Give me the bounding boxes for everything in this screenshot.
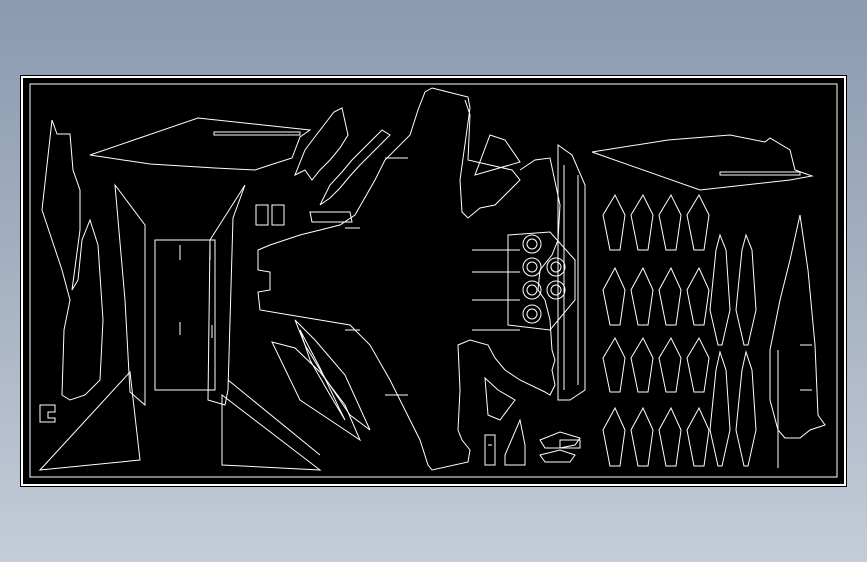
sheet-background xyxy=(20,75,847,487)
exhaust-rings xyxy=(507,231,576,331)
fuselage-gear-lines xyxy=(345,157,520,396)
fin-right xyxy=(769,214,826,439)
tailplane-left-outer xyxy=(114,183,146,407)
wing-top-right xyxy=(591,134,814,191)
fuselage-main xyxy=(257,87,561,471)
fuselage-side-right xyxy=(207,184,246,406)
sheet-border xyxy=(21,76,846,486)
canopy-part-2 xyxy=(294,319,371,431)
tailplane-right xyxy=(221,393,322,471)
small-parts-cluster xyxy=(255,204,285,226)
canopy-part-3 xyxy=(299,329,346,421)
long-strip xyxy=(557,144,586,401)
small-bracket-left xyxy=(39,404,56,423)
missiles xyxy=(602,193,757,467)
wing-top-left xyxy=(89,117,312,171)
rudder-left xyxy=(41,119,104,401)
canopy-part xyxy=(271,341,362,442)
sheet-inner-border xyxy=(29,83,838,478)
arrow-part-top xyxy=(474,134,521,176)
tailplane-right-edge xyxy=(227,379,321,456)
small-parts xyxy=(484,418,581,466)
arrow-part-bottom xyxy=(484,376,516,421)
rib-strips xyxy=(294,107,391,223)
tailplane-left xyxy=(38,370,141,471)
fin-right-inner xyxy=(777,344,812,468)
